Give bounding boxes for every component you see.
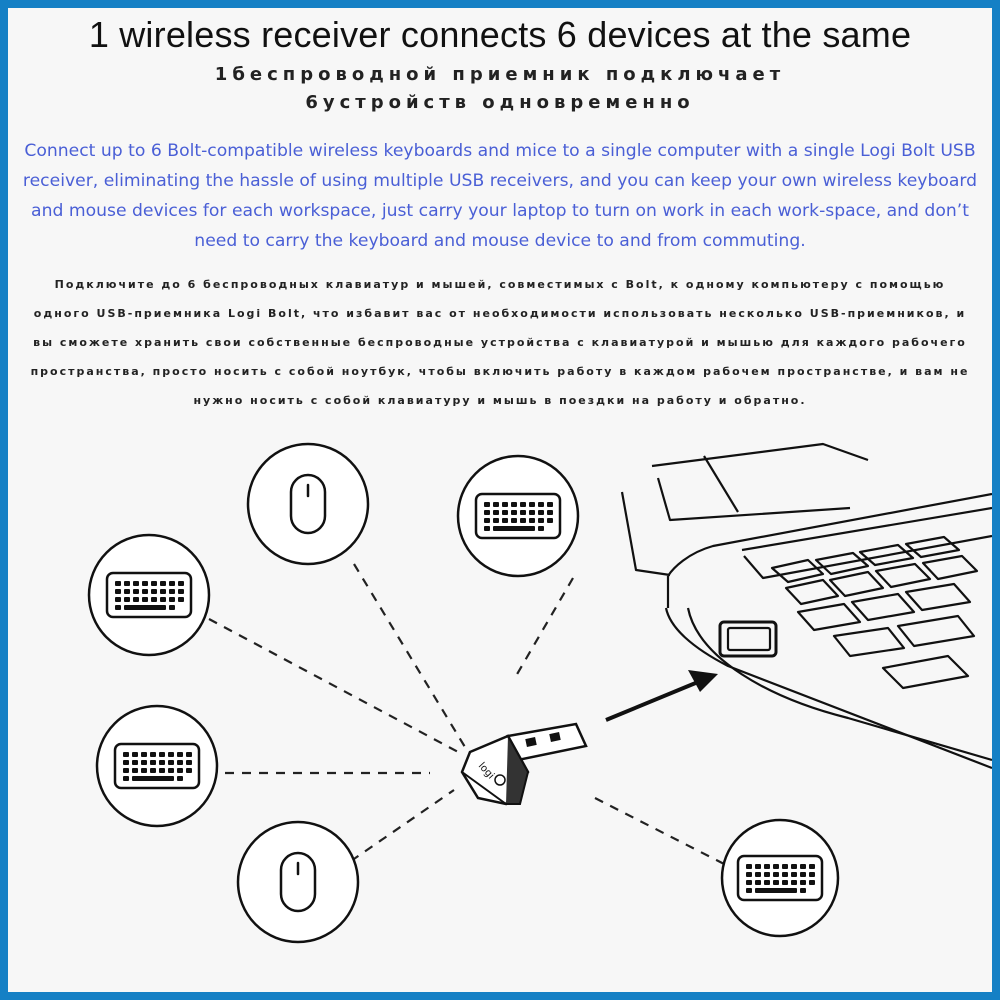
device-keyboard-right	[720, 818, 840, 938]
subtitle-ru-line2: 6устройств одновременно	[305, 92, 695, 113]
mouse-icon	[279, 851, 317, 913]
keyboard-icon	[105, 571, 193, 619]
laptop-illustration	[620, 442, 992, 770]
description-russian: Подключите до 6 беспроводных клавиатур и…	[30, 278, 970, 407]
keyboard-icon	[113, 742, 201, 790]
subtitle-ru-line1: 1беспроводной приемник подключает	[214, 64, 786, 85]
device-keyboard-top-center	[456, 454, 580, 578]
usb-receiver: logi	[460, 722, 588, 806]
device-keyboard-upper-left	[87, 533, 211, 657]
device-mouse-bottom	[236, 820, 360, 944]
keyboard-icon	[736, 854, 824, 902]
connection-illustration: logi	[87, 442, 992, 944]
connection-lines	[208, 563, 729, 867]
description-english: Connect up to 6 Bolt-compatible wireless…	[22, 141, 978, 251]
insert-arrow	[605, 670, 718, 722]
product-image-frame: 1 wireless receiver connects 6 devices a…	[8, 8, 992, 992]
device-keyboard-left	[95, 704, 219, 828]
device-mouse-top	[246, 442, 370, 566]
mouse-icon	[289, 473, 327, 535]
keyboard-icon	[474, 492, 562, 540]
page-title: 1 wireless receiver connects 6 devices a…	[88, 14, 912, 55]
